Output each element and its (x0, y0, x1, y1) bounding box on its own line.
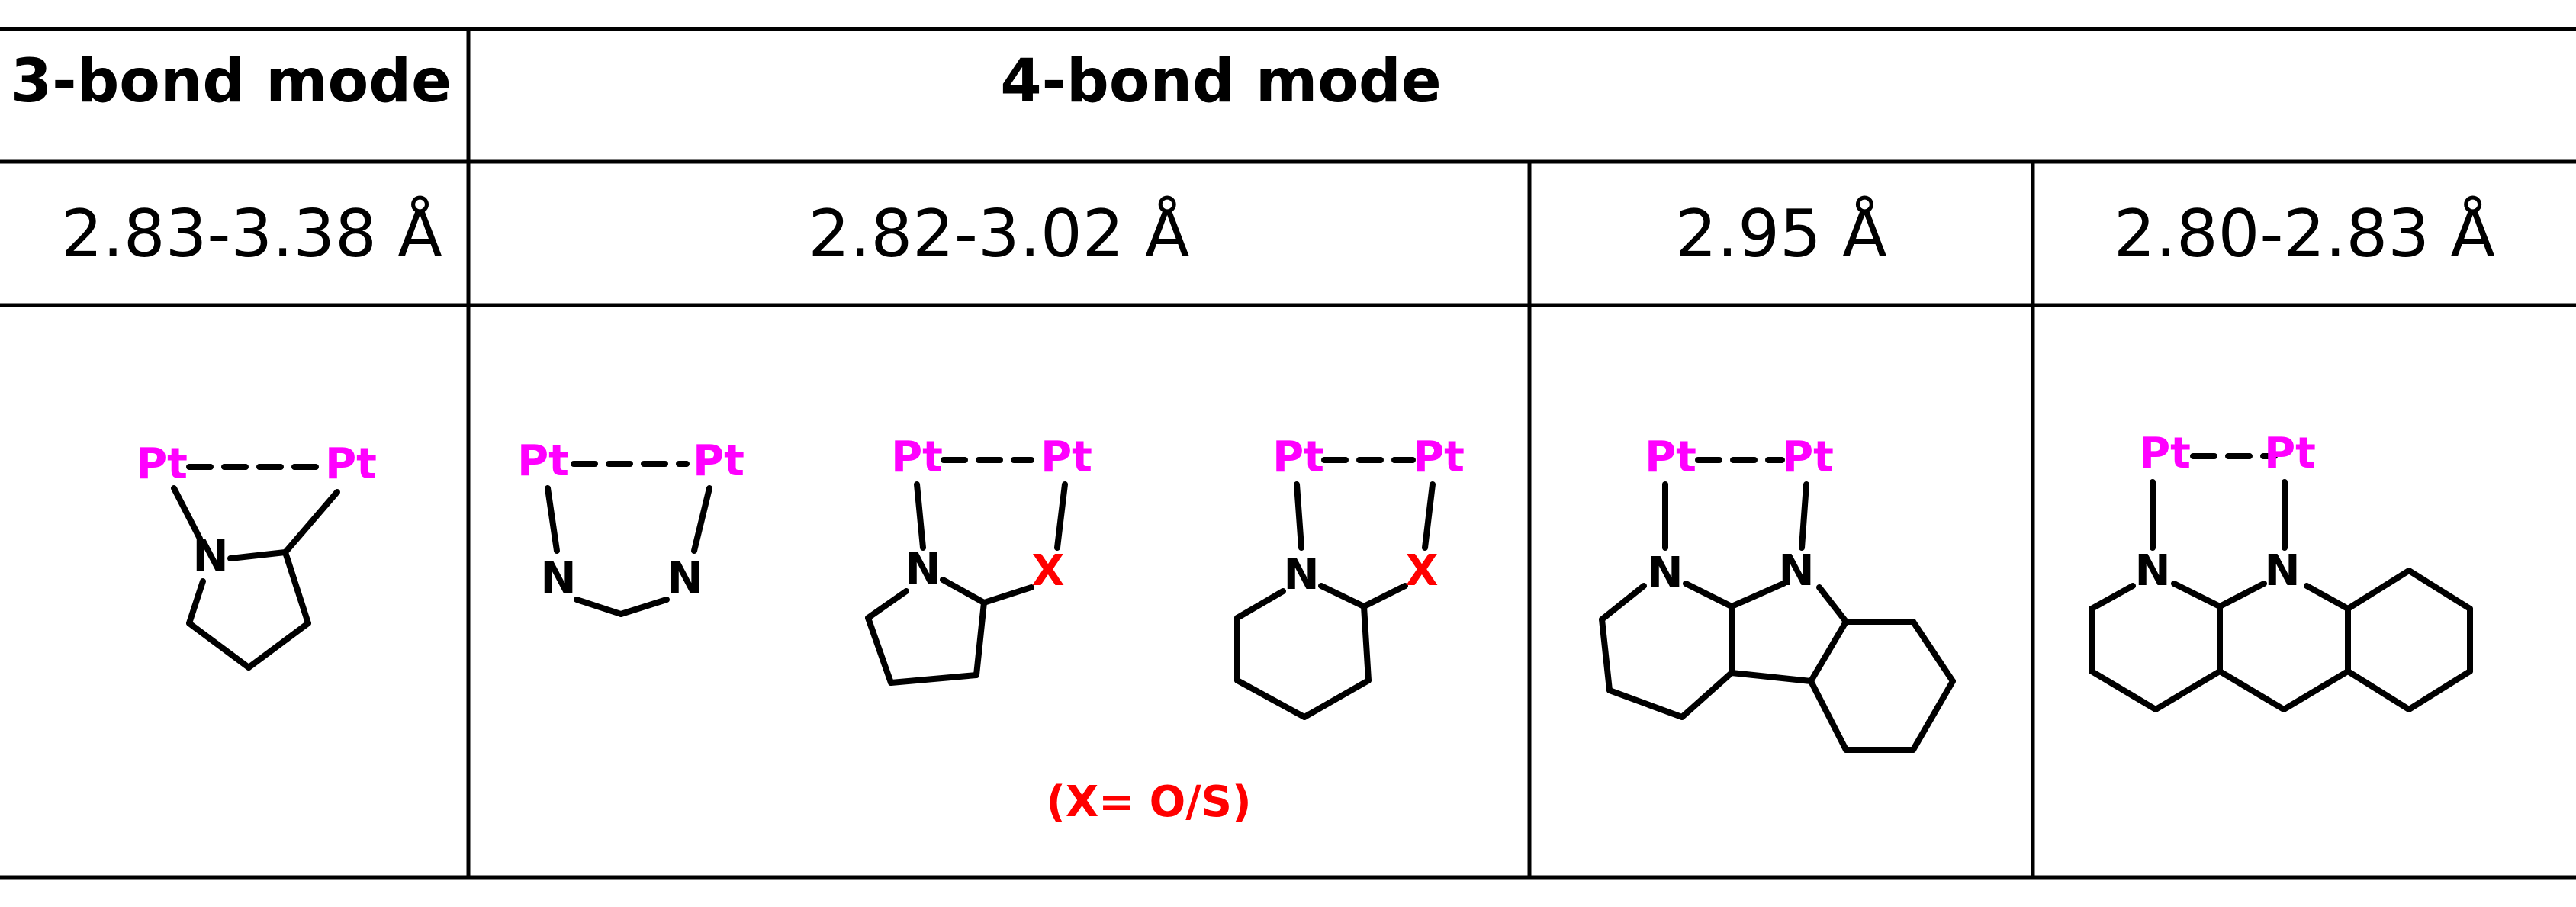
atom-n: N (541, 554, 577, 603)
atom-pt: Pt (1272, 433, 1324, 482)
structure-fused-pyrido-indole (1599, 457, 1956, 753)
atom-n: N (2135, 546, 2171, 596)
distance-3-bond-value: 2.83-3.38 Å (60, 196, 442, 272)
distance-4-bond-value-3: 2.80-2.83 Å (2113, 196, 2496, 272)
distance-4-bond-amidinate: 2.82-3.02 Å (468, 162, 1529, 307)
structure-tricyclic (2089, 453, 2473, 712)
header-3-bond-label: 3-bond mode (10, 47, 452, 116)
structure-amidinate (545, 461, 712, 617)
atom-pt: Pt (1413, 433, 1465, 482)
atom-n: N (1648, 548, 1684, 598)
header-4-bond-mode: 4-bond mode (468, 24, 2576, 139)
atom-pt: Pt (136, 439, 188, 489)
atom-pt: Pt (325, 439, 377, 489)
atom-pt: Pt (517, 436, 569, 486)
distance-4-bond-value-2: 2.95 Å (1675, 196, 1887, 272)
atom-x: X (1031, 546, 1064, 596)
atom-n: N (193, 532, 229, 581)
structure-pyrrolidine-nx (865, 457, 1068, 686)
atom-n: N (1284, 550, 1320, 600)
atom-x: X (1405, 546, 1438, 596)
header-3-bond-mode: 3-bond mode (0, 24, 468, 139)
distance-4-bond-value-1: 2.82-3.02 Å (808, 196, 1190, 272)
atom-pt: Pt (891, 433, 943, 482)
atom-pt: Pt (1782, 433, 1834, 482)
structure-piperidine-nx (1234, 457, 1436, 720)
atom-pt: Pt (2139, 429, 2191, 478)
structure-3-bond-pyrrolidine (171, 464, 340, 671)
atom-n: N (905, 545, 941, 594)
atom-pt: Pt (693, 436, 744, 486)
atom-n: N (667, 554, 703, 603)
atom-n: N (2265, 546, 2301, 596)
distance-4-bond-fused: 2.95 Å (1529, 162, 2033, 307)
distance-3-bond: 2.83-3.38 Å (0, 162, 468, 307)
x-note: (X= O/S) (1046, 777, 1251, 827)
distance-4-bond-tricyclic: 2.80-2.83 Å (2033, 162, 2576, 307)
atom-n: N (1779, 546, 1815, 596)
header-4-bond-label: 4-bond mode (1000, 47, 1442, 116)
atom-pt: Pt (1645, 433, 1696, 482)
atom-pt: Pt (2264, 429, 2316, 478)
atom-pt: Pt (1040, 433, 1092, 482)
